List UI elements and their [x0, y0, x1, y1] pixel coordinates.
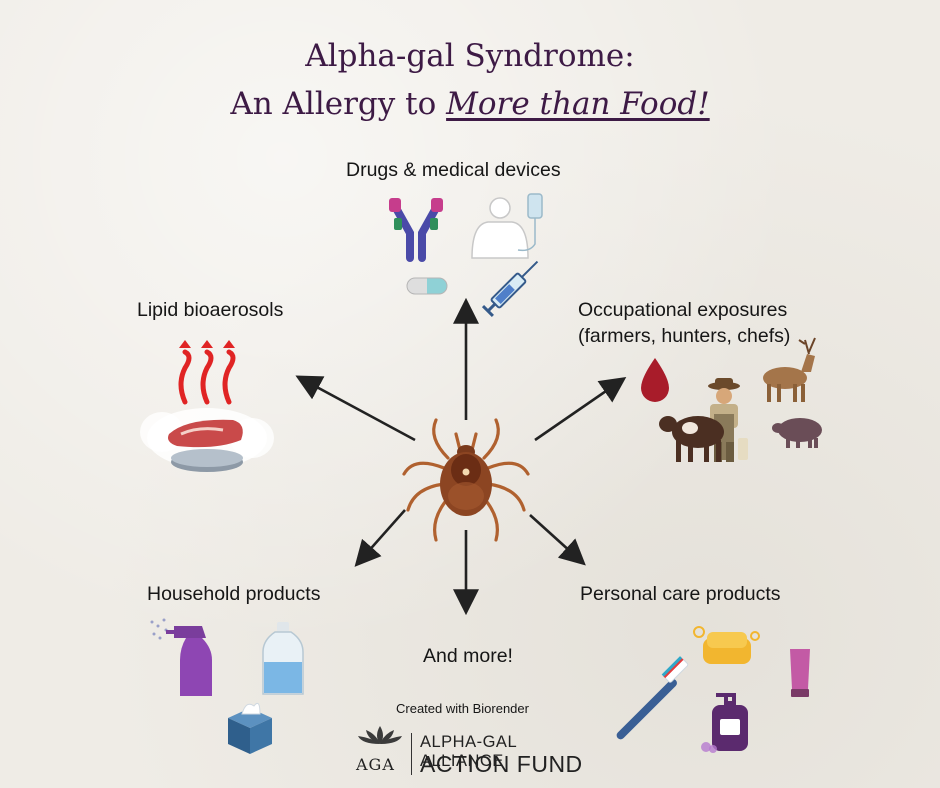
patient-iv-icon [471, 193, 543, 259]
water-bottle-icon [262, 622, 304, 695]
label-personal-care-products: Personal care products [580, 583, 781, 605]
aga-logo: AGA ALPHA-GAL ALLIANCE ACTION FUND [356, 731, 596, 779]
title-line-2: An Allergy to More than Food! [0, 80, 940, 128]
tissue-box-icon [228, 702, 272, 754]
lotion-tube-icon [790, 649, 810, 697]
title-line-1: Alpha-gal Syndrome: [305, 38, 635, 74]
spray-bottle-icon [150, 618, 212, 696]
pump-bottle-icon [701, 693, 748, 753]
credit-text: Created with Biorender [396, 701, 529, 716]
soap-icon [693, 626, 760, 664]
logo-abbreviation: AGA [356, 755, 395, 774]
lotus-logo-icon [358, 726, 402, 744]
logo-line-1: ALPHA-GAL ALLIANCE [420, 733, 517, 770]
grilling-meat-icon [140, 340, 274, 472]
arrow-lower-left [354, 509, 406, 567]
title-emphasis: More than Food! [446, 86, 710, 122]
logo-line-2: ACTION FUND [420, 751, 583, 777]
syringe-icon [481, 260, 539, 318]
label-occupational-line-2: (farmers, hunters, chefs) [578, 325, 791, 347]
page-title: Alpha-gal Syndrome: An Allergy to More t… [0, 32, 940, 128]
logo-separator [411, 733, 412, 775]
arrow-lower-right [529, 514, 586, 566]
arrow-upper-left [295, 375, 416, 442]
deer-icon [763, 337, 816, 402]
blood-drop-icon [641, 358, 669, 402]
title-line-2-prefix: An Allergy to [230, 86, 447, 122]
toothbrush-icon [616, 656, 689, 740]
label-and-more: And more! [423, 645, 513, 667]
cow-icon [659, 416, 724, 462]
arrows [295, 297, 627, 616]
antibody-icon [389, 198, 443, 262]
label-household-products: Household products [147, 583, 321, 605]
pill-icon [406, 277, 448, 295]
pig-icon [772, 418, 822, 448]
label-lipid-bioaerosols: Lipid bioaerosols [137, 299, 284, 321]
tick-icon [402, 418, 530, 542]
label-occupational-line-1: Occupational exposures [578, 299, 788, 321]
arrow-upper-right [534, 377, 627, 442]
label-drugs-medical-devices: Drugs & medical devices [346, 159, 561, 181]
